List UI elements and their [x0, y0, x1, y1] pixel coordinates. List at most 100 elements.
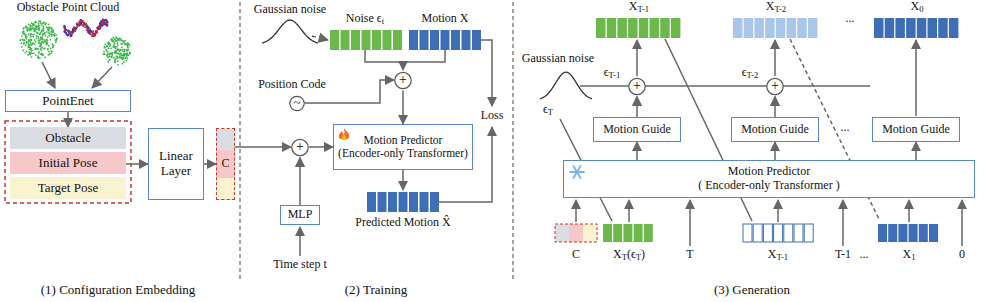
cloud-point: [106, 53, 108, 55]
text-run: ( Encoder-only Transformer ): [698, 178, 839, 192]
cloud-point: [87, 27, 89, 29]
text-run: ): [641, 247, 645, 261]
bar-segment: [430, 30, 439, 50]
cloud-point: [43, 30, 45, 32]
cloud-point: [109, 45, 111, 47]
text-run: ϵ: [604, 65, 609, 79]
cloud-point: [23, 27, 25, 29]
cloud-point: [83, 23, 85, 25]
cloud-point: [26, 30, 28, 32]
bar-segment: [794, 224, 803, 242]
text-line: XT-2: [766, 0, 786, 15]
cloud-point: [24, 39, 26, 41]
cloud-point: [64, 27, 66, 29]
cloud-point: [111, 38, 113, 40]
cloud-point: [25, 34, 27, 36]
math-label: C: [571, 248, 581, 262]
text-run: Obstacle Point Cloud: [17, 0, 120, 14]
text-label: Motion X: [420, 12, 469, 26]
cloud-point: [42, 27, 44, 29]
bar-segment: [351, 30, 360, 50]
config-row: Obstacle: [10, 127, 126, 149]
flame-inner: [342, 134, 346, 140]
cloud-point: [44, 41, 46, 43]
cloud-point: [29, 24, 31, 26]
text-line: Loss: [481, 109, 504, 123]
cloud-point: [46, 39, 48, 41]
text-run: Motion X: [421, 11, 468, 25]
cloud-point: [30, 48, 32, 50]
bar-segment: [763, 224, 772, 242]
text-line: MLP: [288, 208, 313, 222]
bar-segment: [628, 18, 638, 38]
text-run: ...: [860, 247, 869, 261]
text-run: X: [766, 0, 775, 13]
bar-segment: [874, 18, 884, 38]
cloud-point: [111, 52, 113, 54]
cloud-point: [128, 43, 130, 45]
node-text: Motion Guide: [741, 123, 809, 137]
cloud-point: [42, 55, 44, 57]
snowflake-arm: [574, 166, 581, 178]
cloud-point: [114, 43, 116, 45]
cloud-point: [107, 61, 109, 63]
text-line: Position Code: [258, 78, 326, 92]
cloud-point: [26, 41, 28, 43]
cloud-point: [23, 30, 25, 32]
cloud-point: [110, 47, 112, 49]
cloud-point: [109, 42, 111, 44]
text-run: Motion Predictor: [364, 134, 443, 146]
cloud-point: [94, 33, 96, 35]
cloud-point: [109, 53, 111, 55]
cloud-point: [101, 22, 103, 24]
motion-bars: [409, 30, 481, 50]
text-line: XT-1: [768, 248, 788, 263]
cloud-point: [23, 28, 25, 30]
cloud-point: [35, 25, 37, 27]
cloud-point: [111, 39, 113, 41]
text-line: (Encoder-only Transformer): [338, 147, 468, 160]
cloud-point: [105, 23, 107, 25]
cloud-point: [101, 24, 103, 26]
arrow-line: [365, 50, 403, 70]
bar-segment: [441, 30, 450, 50]
bar-segment: [613, 224, 622, 242]
cloud-point: [39, 33, 41, 35]
text-run: Linear: [159, 148, 193, 163]
arrow-line: [92, 67, 112, 88]
cloud-point: [42, 33, 44, 35]
sum-circle: +: [291, 137, 309, 158]
cloud-point: [124, 43, 126, 45]
connector-arrow: [636, 97, 638, 118]
connector-arrow: [636, 142, 638, 160]
cloud-point: [82, 23, 84, 25]
text-run: Initial Pose: [39, 155, 98, 170]
cloud-point: [29, 26, 31, 28]
cloud-point: [115, 55, 117, 57]
arrow-line: [908, 200, 910, 222]
cloud-point: [46, 31, 48, 33]
cloud-point: [64, 30, 66, 32]
cloud-point: [107, 42, 109, 44]
bar-segment: [341, 30, 350, 50]
cloud-point: [32, 43, 34, 45]
cloud-point: [50, 27, 52, 29]
bar-segment: [462, 30, 471, 50]
cloud-point: [108, 48, 110, 50]
text-line: Gaussian noise: [254, 3, 326, 17]
cloud-point: [99, 28, 101, 30]
text-run: Motion Guide: [741, 122, 809, 136]
bar-segment: [596, 18, 606, 38]
cloud-point: [34, 43, 36, 45]
bar-segment: [906, 18, 916, 38]
cloud-point: [26, 36, 28, 38]
condition-stripe: [555, 224, 569, 242]
cloud-point: [40, 42, 42, 44]
cloud-point: [53, 30, 55, 32]
cloud-point: [44, 56, 46, 58]
cloud-point: [38, 51, 40, 53]
cloud-point: [35, 26, 37, 28]
cloud-point: [120, 52, 122, 54]
text-line: X1: [903, 248, 916, 263]
cloud-point: [27, 54, 29, 56]
